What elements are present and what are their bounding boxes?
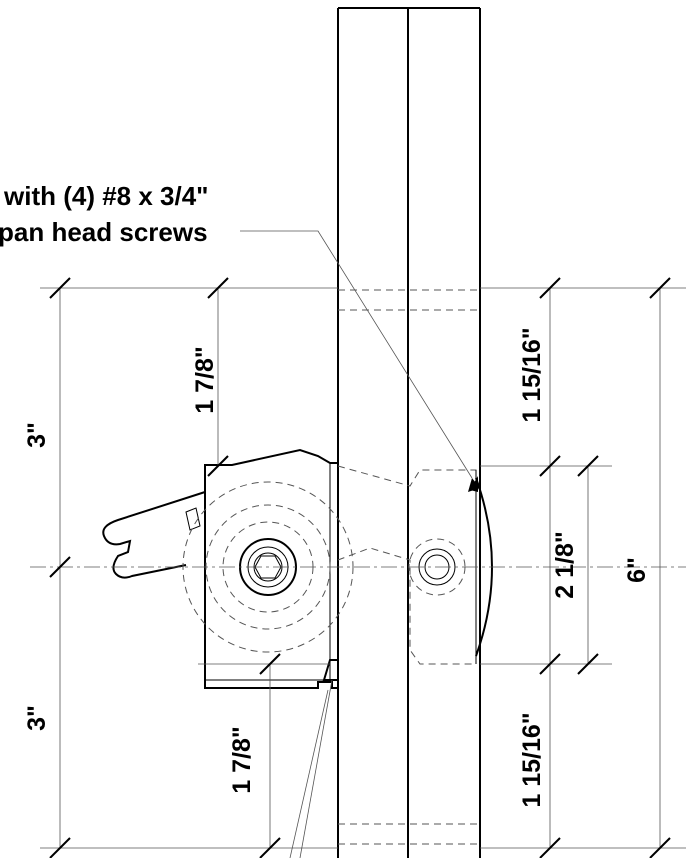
dimension-lines [40,277,686,858]
dim-lower-right: 1 15/16" [518,712,546,807]
opposite-hardware [337,465,493,665]
dim-lower-left: 3" [23,705,51,731]
bracket-hardware [102,448,354,689]
door-jamb [337,7,481,858]
dim-overall: 6" [623,557,651,583]
dim-middle-right: 2 1/8" [551,531,579,598]
dim-upper-right: 1 15/16" [518,327,546,422]
callout-line-2: pan head screws [0,217,208,247]
dim-upper-inner: 1 7/8" [191,346,219,413]
callout-line-1: with (4) #8 x 3/4" [3,181,209,211]
callout-leaders [240,230,480,858]
dim-lower-inner: 1 7/8" [228,726,256,793]
dim-upper-left: 3" [23,422,51,448]
